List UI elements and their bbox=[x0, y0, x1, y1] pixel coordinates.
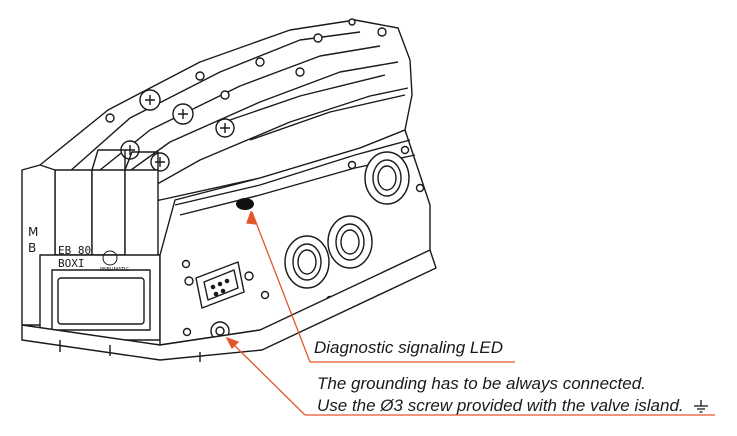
model-line-1: EB 80 bbox=[58, 244, 91, 257]
ground-leader-line bbox=[225, 336, 715, 416]
solenoid-screw-1 bbox=[139, 89, 161, 111]
d-sub-connector bbox=[184, 261, 254, 309]
port-3 bbox=[364, 151, 410, 205]
ground-icon bbox=[694, 399, 709, 413]
port-1 bbox=[284, 235, 330, 289]
brand-text: PNEUMATIC bbox=[100, 267, 129, 273]
ground-callout-line-1: The grounding has to be always connected… bbox=[317, 374, 646, 393]
led-callout-label: Diagnostic signaling LED bbox=[314, 338, 503, 357]
base-rail bbox=[21, 249, 437, 361]
marking-b: B bbox=[28, 241, 36, 255]
solenoid-screw-5 bbox=[150, 152, 170, 172]
port-2 bbox=[327, 215, 373, 269]
marking-m: M bbox=[28, 225, 38, 239]
ground-callout-text: Use the Ø3 screw provided with the valve… bbox=[317, 396, 684, 415]
brand-logo bbox=[102, 250, 118, 266]
ground-callout-line-2: Use the Ø3 screw provided with the valve… bbox=[317, 396, 710, 416]
diagnostic-led bbox=[236, 198, 254, 210]
solenoid-screw-3 bbox=[215, 118, 235, 138]
model-line-2: BOXI bbox=[58, 257, 85, 270]
valve-deck-top bbox=[39, 19, 413, 211]
led-leader-line bbox=[246, 210, 515, 363]
solenoid-screw-2 bbox=[172, 103, 194, 125]
